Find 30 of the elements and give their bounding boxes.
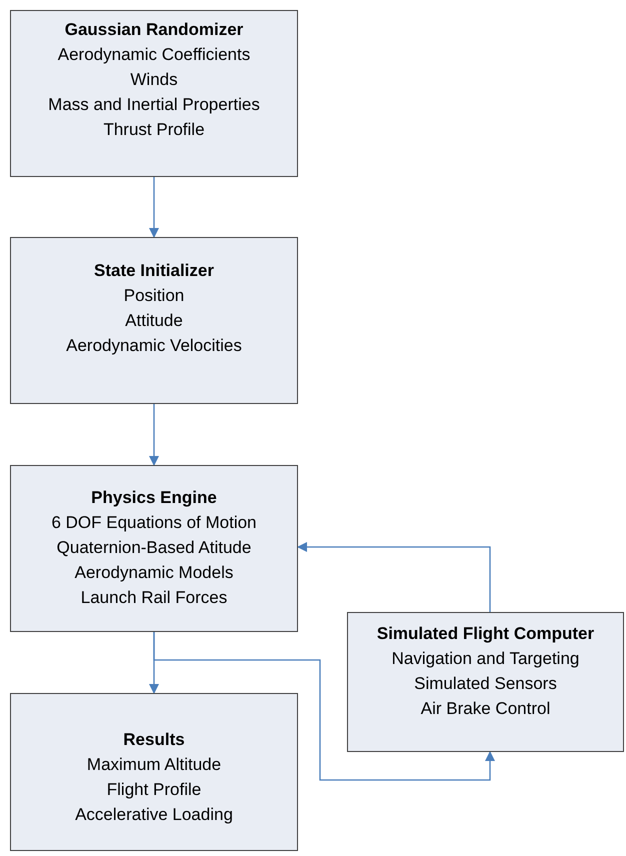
box-item: Air Brake Control — [420, 698, 550, 720]
box-item: 6 DOF Equations of Motion — [51, 512, 257, 534]
box-title: Simulated Flight Computer — [376, 623, 594, 645]
box-item: Attitude — [125, 310, 183, 332]
box-item: Thrust Profile — [103, 119, 205, 141]
connector-arrow — [149, 404, 159, 466]
box-item: Accelerative Loading — [75, 804, 233, 826]
box-item: Position — [124, 285, 184, 307]
box-item: Mass and Inertial Properties — [48, 94, 260, 116]
box-title: Physics Engine — [91, 487, 217, 509]
box-item: Quaternion-Based Atitude — [56, 537, 252, 559]
box-item: Maximum Altitude — [86, 754, 222, 776]
process-box — [347, 612, 624, 752]
box-title: Results — [123, 729, 185, 751]
connector-arrow — [149, 177, 159, 238]
process-box — [10, 237, 298, 404]
box-item: Aerodynamic Models — [74, 562, 234, 584]
box-item: Aerodynamic Coefficients — [58, 44, 250, 66]
box-title: State Initializer — [94, 260, 214, 282]
process-box — [10, 465, 298, 632]
box-title: Gaussian Randomizer — [64, 19, 244, 41]
box-item: Launch Rail Forces — [80, 587, 228, 609]
box-item: Navigation and Targeting — [392, 648, 580, 670]
process-box — [10, 10, 298, 177]
box-item: Winds — [130, 69, 178, 91]
process-box — [10, 693, 298, 851]
box-item: Flight Profile — [106, 779, 202, 801]
connector-arrow — [297, 542, 491, 612]
box-item: Simulated Sensors — [414, 673, 557, 695]
box-item: Aerodynamic Velocities — [66, 335, 242, 357]
